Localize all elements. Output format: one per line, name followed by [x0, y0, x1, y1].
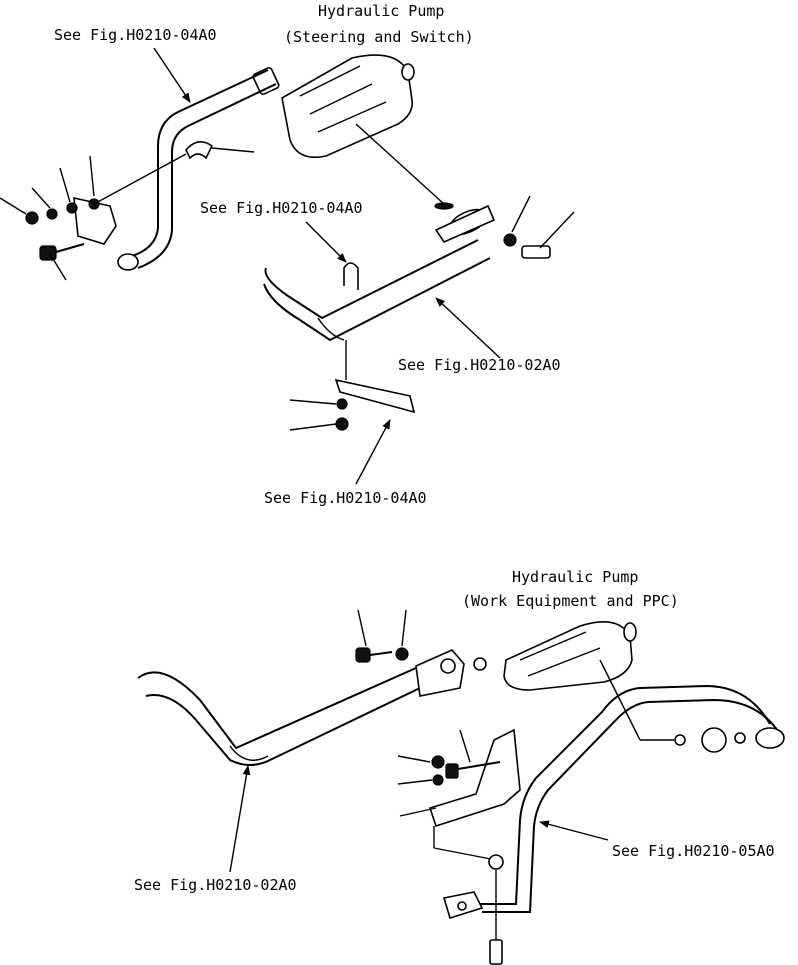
- top-left-tube: [117, 69, 277, 271]
- top-right-bolt: [503, 195, 575, 259]
- top-center-tube: [263, 123, 496, 342]
- bottom-lower-fitting: [433, 826, 504, 965]
- top-pump-subtitle: (Steering and Switch): [284, 28, 474, 46]
- bottom-ref-arrow-1: [229, 765, 251, 873]
- bottom-left-tube: [137, 649, 465, 766]
- top-pump-title: Hydraulic Pump: [318, 2, 444, 20]
- bottom-pump-title: Hydraulic Pump: [512, 568, 638, 586]
- bottom-right-tube: [480, 659, 785, 913]
- bottom-top-bolt: [355, 609, 409, 663]
- top-ref-arrow-4: [355, 419, 391, 485]
- bottom-assembly: Hydraulic Pump (Work Equipment and PPC) …: [134, 568, 785, 965]
- top-bracket-cluster: [0, 153, 187, 281]
- top-hydraulic-pump: [252, 54, 415, 159]
- bottom-hydraulic-pump: [473, 620, 637, 691]
- top-ref-arrow-3: [435, 297, 501, 359]
- top-ref-label-2: See Fig.H0210-04A0: [200, 199, 363, 217]
- top-u-clamp: [185, 141, 214, 160]
- top-ref-arrow-1: [153, 47, 191, 103]
- top-ref-label-4: See Fig.H0210-04A0: [264, 489, 427, 507]
- top-ref-label-3: See Fig.H0210-02A0: [398, 356, 561, 374]
- top-lower-bracket: [289, 340, 416, 431]
- top-u-bolt: [343, 262, 359, 290]
- top-assembly: Hydraulic Pump (Steering and Switch) See…: [0, 2, 575, 507]
- bottom-bracket: [397, 728, 521, 828]
- top-ref-arrow-2: [305, 221, 347, 263]
- bottom-ref-label-1: See Fig.H0210-02A0: [134, 876, 297, 894]
- bottom-ref-label-2: See Fig.H0210-05A0: [612, 842, 775, 860]
- top-ref-label-1: See Fig.H0210-04A0: [54, 26, 217, 44]
- bottom-ref-arrow-2: [539, 820, 609, 841]
- bottom-pump-subtitle: (Work Equipment and PPC): [462, 592, 679, 610]
